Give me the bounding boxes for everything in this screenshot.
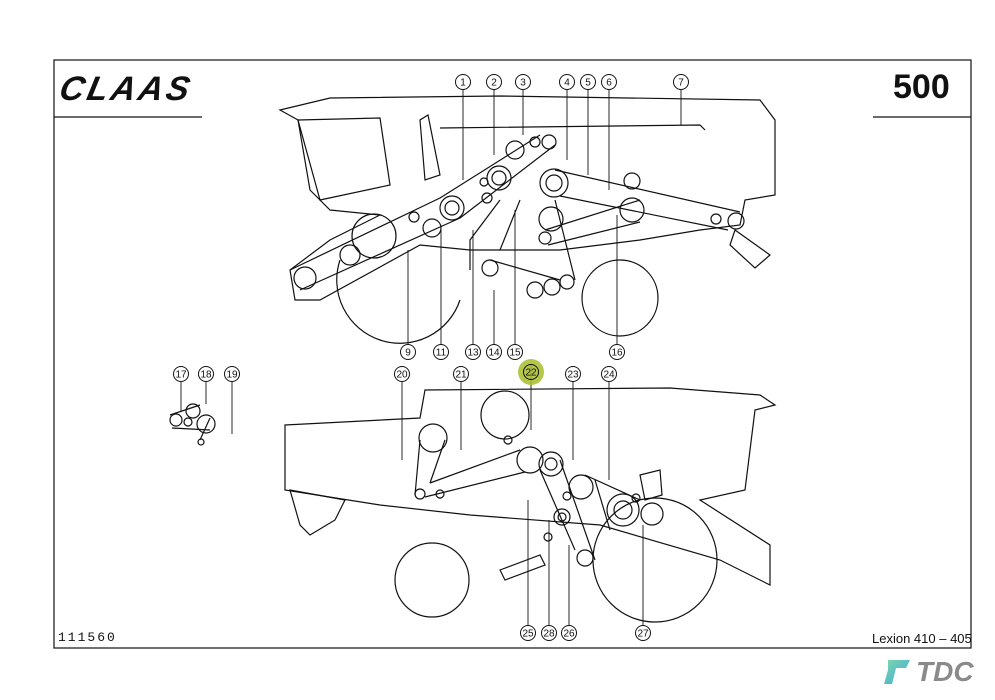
- callout-circle: [673, 74, 689, 90]
- callout-11[interactable]: 11: [433, 344, 449, 360]
- callout-21[interactable]: 21: [453, 366, 469, 382]
- tdc-watermark: TDC: [882, 656, 974, 688]
- callout-circle: [453, 366, 469, 382]
- callout-label: 6: [606, 78, 612, 89]
- callout-label: 18: [200, 370, 212, 381]
- callout-circle: [559, 74, 575, 90]
- callout-label: 23: [567, 370, 579, 381]
- callout-label: 14: [488, 348, 500, 359]
- callout-25[interactable]: 25: [520, 625, 536, 641]
- callout-17[interactable]: 17: [173, 366, 189, 382]
- callout-label: 1: [460, 78, 466, 89]
- callout-label: 13: [467, 348, 479, 359]
- callout-label: 28: [543, 629, 555, 640]
- callout-circle: [520, 625, 536, 641]
- callout-label: 24: [603, 370, 615, 381]
- callout-circle: [394, 366, 410, 382]
- callout-label: 5: [585, 78, 591, 89]
- callout-label: 3: [520, 78, 526, 89]
- callout-circle: [541, 625, 557, 641]
- callout-16[interactable]: 16: [609, 344, 625, 360]
- callout-circle: [523, 364, 539, 380]
- callout-label: 7: [678, 78, 684, 89]
- callout-label: 25: [522, 629, 534, 640]
- callout-circle: [580, 74, 596, 90]
- callout-label: 17: [175, 370, 187, 381]
- tdc-text: TDC: [916, 656, 974, 687]
- callout-circle: [601, 74, 617, 90]
- callout-24[interactable]: 24: [601, 366, 617, 382]
- callout-14[interactable]: 14: [486, 344, 502, 360]
- callout-circle: [635, 625, 651, 641]
- callout-13[interactable]: 13: [465, 344, 481, 360]
- highlight-marker: [518, 359, 544, 385]
- detail-pulley-group: [169, 403, 216, 446]
- callout-7[interactable]: 7: [673, 74, 689, 90]
- callout-circle: [515, 74, 531, 90]
- callout-label: 15: [509, 348, 521, 359]
- callout-label: 21: [455, 370, 467, 381]
- callout-circle: [609, 344, 625, 360]
- callout-circle: [486, 344, 502, 360]
- callout-22[interactable]: 22: [518, 359, 544, 385]
- callout-label: 16: [611, 348, 623, 359]
- callout-circle: [507, 344, 523, 360]
- callout-circle: [455, 74, 471, 90]
- drawing-frame: [53, 59, 972, 649]
- callout-circle: [198, 366, 214, 382]
- callout-23[interactable]: 23: [565, 366, 581, 382]
- callout-5[interactable]: 5: [580, 74, 596, 90]
- model-number: 500: [893, 68, 950, 106]
- callout-6[interactable]: 6: [601, 74, 617, 90]
- callout-3[interactable]: 3: [515, 74, 531, 90]
- callout-label: 9: [405, 348, 411, 359]
- callout-27[interactable]: 27: [635, 625, 651, 641]
- callout-label: 22: [525, 368, 537, 379]
- callout-1[interactable]: 1: [455, 74, 471, 90]
- callout-circle: [224, 366, 240, 382]
- callout-circle: [486, 74, 502, 90]
- callout-26[interactable]: 26: [561, 625, 577, 641]
- callout-circle: [561, 625, 577, 641]
- callout-circle: [601, 366, 617, 382]
- tdc-logo-icon: [884, 660, 910, 684]
- drawing-number: 111560: [58, 630, 117, 645]
- series-label: Lexion 410 – 405: [872, 631, 972, 646]
- claas-logo: CLAAS: [56, 70, 197, 108]
- callout-15[interactable]: 15: [507, 344, 523, 360]
- callout-circle: [433, 344, 449, 360]
- callout-circle: [173, 366, 189, 382]
- callout-9[interactable]: 9: [400, 344, 416, 360]
- lower-combine-view: [284, 387, 777, 623]
- callout-circle: [565, 366, 581, 382]
- callout-label: 19: [226, 370, 238, 381]
- upper-combine-view: [278, 95, 776, 344]
- callout-label: 26: [563, 629, 575, 640]
- callout-label: 20: [396, 370, 408, 381]
- callout-20[interactable]: 20: [394, 366, 410, 382]
- callout-label: 2: [491, 78, 497, 89]
- callout-circle: [400, 344, 416, 360]
- callout-2[interactable]: 2: [486, 74, 502, 90]
- callout-label: 4: [564, 78, 570, 89]
- callout-circle: [465, 344, 481, 360]
- callout-28[interactable]: 28: [541, 625, 557, 641]
- callout-label: 27: [637, 629, 649, 640]
- callout-4[interactable]: 4: [559, 74, 575, 90]
- callout-19[interactable]: 19: [224, 366, 240, 382]
- callout-18[interactable]: 18: [198, 366, 214, 382]
- callout-label: 11: [436, 348, 447, 359]
